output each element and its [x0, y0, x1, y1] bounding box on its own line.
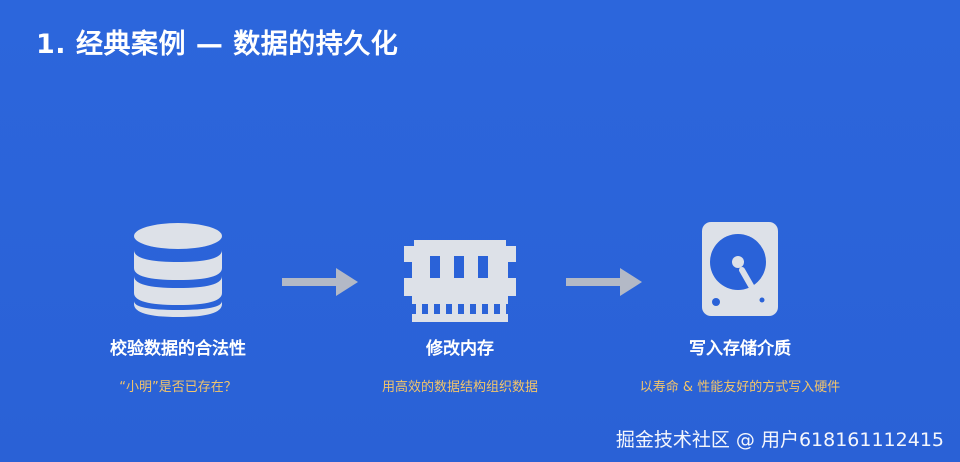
slide-title: 1. 经典案例 — 数据的持久化 — [36, 29, 399, 60]
database-icon — [134, 223, 222, 317]
watermark: 掘金技术社区 @ 用户618161112415 — [615, 429, 944, 451]
step-label: 写入存储介质 — [689, 339, 791, 359]
arrow-right-icon — [282, 268, 358, 296]
step-label: 校验数据的合法性 — [110, 339, 246, 359]
step-validate: 校验数据的合法性 “小明”是否已存在？ — [58, 222, 298, 395]
step-description: 用高效的数据结构组织数据 — [381, 380, 538, 395]
step-storage: 写入存储介质 以寿命 & 性能友好的方式写入硬件 — [620, 222, 860, 395]
arrow-right-icon — [566, 268, 642, 296]
step-description: 以寿命 & 性能友好的方式写入硬件 — [639, 380, 841, 395]
step-memory: 修改内存 用高效的数据结构组织数据 — [340, 222, 580, 395]
hard-disk-icon — [702, 222, 778, 316]
step-label: 修改内存 — [426, 339, 494, 359]
step-description: “小明”是否已存在？ — [119, 380, 237, 395]
memory-ram-icon — [404, 240, 516, 322]
